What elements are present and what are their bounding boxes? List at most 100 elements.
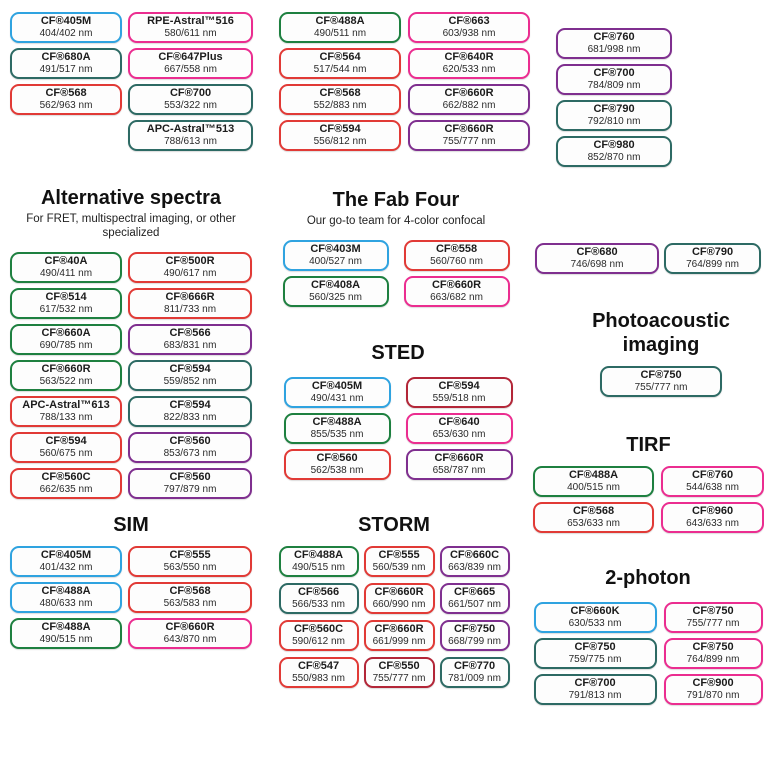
dye-wavelengths: 660/990 nm xyxy=(372,599,426,610)
dye-pill: CF®408A 560/325 nm xyxy=(282,276,389,307)
dye-pill: CF®568 562/963 nm xyxy=(10,84,122,115)
section-tirf: TIRF CF®488A 400/515 nm CF®760 544/638 n… xyxy=(533,433,764,533)
dye-name: CF®403M xyxy=(310,243,361,255)
section-sted: STED CF®405M 490/431 nm CF®594 559/518 n… xyxy=(278,341,518,480)
dye-pill: CF®770 781/009 nm xyxy=(439,657,510,688)
dye-name: CF®665 xyxy=(453,586,496,598)
dye-name: CF®488A xyxy=(293,549,344,561)
dye-wavelengths: 560/760 nm xyxy=(430,256,483,267)
dye-name: CF®660A xyxy=(41,327,91,339)
dye-wavelengths: 560/325 nm xyxy=(309,292,362,303)
dye-wavelengths: 643/870 nm xyxy=(163,634,217,645)
dye-pill: CF®594 560/675 nm xyxy=(10,432,122,463)
dye-name: CF®980 xyxy=(593,139,635,151)
dye-name: CF®663 xyxy=(448,15,490,27)
dye-wavelengths: 490/511 nm xyxy=(313,28,367,39)
dye-pill: CF®488A 490/511 nm xyxy=(279,12,401,43)
dye-name: CF®660R xyxy=(374,623,424,635)
section-title: Alternative spectra xyxy=(40,187,222,209)
dye-pill: CF®680A 491/517 nm xyxy=(10,48,122,79)
dye-wavelengths: 661/999 nm xyxy=(372,636,426,647)
dye-name: CF®594 xyxy=(438,380,480,392)
dye-name: CF®660R xyxy=(431,279,482,291)
top-dye-column-1: CF®405M 404/402 nm CF®680A 491/517 nm CF… xyxy=(10,12,122,115)
dye-name: CF®500R xyxy=(165,255,215,267)
dye-pill: CF®514 617/532 nm xyxy=(10,288,122,319)
dye-grid: CF®405M 401/432 nm CF®555 563/550 nm CF®… xyxy=(10,546,252,649)
dye-wavelengths: 562/538 nm xyxy=(310,465,364,476)
dye-pill: CF®560 797/879 nm xyxy=(128,468,252,499)
dye-pill: CF®660R 660/990 nm xyxy=(363,583,435,614)
dye-wavelengths: 580/611 nm xyxy=(164,28,217,39)
dye-pill: CF®488A 490/515 nm xyxy=(278,546,359,577)
dye-wavelengths: 667/558 nm xyxy=(164,64,217,75)
dye-pill: CF®568 653/633 nm xyxy=(533,502,654,533)
dye-pill: CF®594 559/518 nm xyxy=(405,377,513,408)
dye-name: CF®558 xyxy=(435,243,478,255)
dye-wavelengths: 563/583 nm xyxy=(163,598,217,609)
dye-name: CF®566 xyxy=(169,327,211,339)
dye-name: CF®568 xyxy=(572,505,615,517)
dye-name: CF®550 xyxy=(378,660,420,672)
dye-name: CF®594 xyxy=(169,399,211,411)
dye-name: CF®750 xyxy=(692,641,734,653)
dye-wavelengths: 603/938 nm xyxy=(442,28,496,39)
dye-name: CF®405M xyxy=(40,15,92,27)
dye-name: CF®560 xyxy=(169,471,211,483)
dye-wavelengths: 822/833 nm xyxy=(163,412,217,423)
dye-wavelengths: 788/133 nm xyxy=(39,412,93,423)
dye-wavelengths: 559/518 nm xyxy=(432,393,486,404)
dye-wavelengths: 550/983 nm xyxy=(292,673,345,684)
dye-pill: CF®660R 662/882 nm xyxy=(408,84,530,115)
dye-pill: CF®558 560/760 nm xyxy=(403,240,510,271)
dye-pill: CF®660C 663/839 nm xyxy=(439,546,510,577)
dye-name: CF®488A xyxy=(312,416,362,428)
dye-pill: CF®488A 480/633 nm xyxy=(10,582,122,613)
dye-pill: CF®790 764/899 nm xyxy=(664,243,761,274)
dye-name: CF®560 xyxy=(169,435,211,447)
section-subtitle: Our go-to team for 4-color confocal xyxy=(306,215,486,227)
dye-pill: CF®665 661/507 nm xyxy=(439,583,510,614)
dye-name: CF®488A xyxy=(315,15,365,27)
dye-pill: CF®560 853/673 nm xyxy=(128,432,252,463)
dye-pill: CF®405M 490/431 nm xyxy=(283,377,391,408)
dye-pill: CF®660A 690/785 nm xyxy=(10,324,122,355)
dye-wavelengths: 552/883 nm xyxy=(313,100,367,111)
dye-pill: CF®750 759/775 nm xyxy=(533,638,657,669)
dye-pill: CF®750 755/777 nm xyxy=(600,366,722,397)
dye-name: CF®900 xyxy=(692,677,734,689)
dye-wavelengths: 517/544 nm xyxy=(313,64,367,75)
dye-pill: CF®488A 400/515 nm xyxy=(533,466,654,497)
dye-wavelengths: 490/617 nm xyxy=(163,268,217,279)
dye-wavelengths: 792/810 nm xyxy=(587,116,641,127)
dye-wavelengths: 791/870 nm xyxy=(686,690,740,701)
dye-wavelengths: 544/638 nm xyxy=(686,482,739,493)
dye-wavelengths: 746/698 nm xyxy=(570,259,624,270)
dye-pill: CF®680 746/698 nm xyxy=(535,243,659,274)
dye-name: CF®568 xyxy=(45,87,87,99)
dye-grid: CF®405M 490/431 nm CF®594 559/518 nm CF®… xyxy=(278,377,518,480)
dye-pill: CF®900 791/870 nm xyxy=(663,674,763,705)
dye-wavelengths: 661/507 nm xyxy=(448,599,501,610)
dye-name: CF®760 xyxy=(691,469,734,481)
dye-pill: APC-Astral™513 788/613 nm xyxy=(128,120,253,151)
dye-pill: CF®700 784/809 nm xyxy=(556,64,672,95)
dye-pill: CF®594 822/833 nm xyxy=(128,396,252,427)
dye-name: CF®660R xyxy=(165,621,215,633)
dye-name: CF®568 xyxy=(169,585,211,597)
dye-pill: CF®403M 400/527 nm xyxy=(282,240,389,271)
dye-wavelengths: 791/813 nm xyxy=(568,690,622,701)
dye-wavelengths: 490/431 nm xyxy=(310,393,364,404)
dye-pill: CF®660R 755/777 nm xyxy=(408,120,530,151)
section-sim: SIM CF®405M 401/432 nm CF®555 563/550 nm… xyxy=(10,513,252,649)
dye-grid: CF®488A 400/515 nm CF®760 544/638 nm CF®… xyxy=(533,466,764,533)
section-subtitle: For FRET, multispectral imaging, or othe… xyxy=(26,213,236,239)
dye-pill: CF®760 544/638 nm xyxy=(661,466,764,497)
dye-pill: CF®660R 663/682 nm xyxy=(403,276,510,307)
dye-pill: CF®560C 662/635 nm xyxy=(10,468,122,499)
section-title: TIRF xyxy=(626,434,671,456)
dye-wavelengths: 563/550 nm xyxy=(163,562,217,573)
dye-wavelengths: 788/613 nm xyxy=(164,136,217,147)
dye-name: CF®405M xyxy=(311,380,363,392)
